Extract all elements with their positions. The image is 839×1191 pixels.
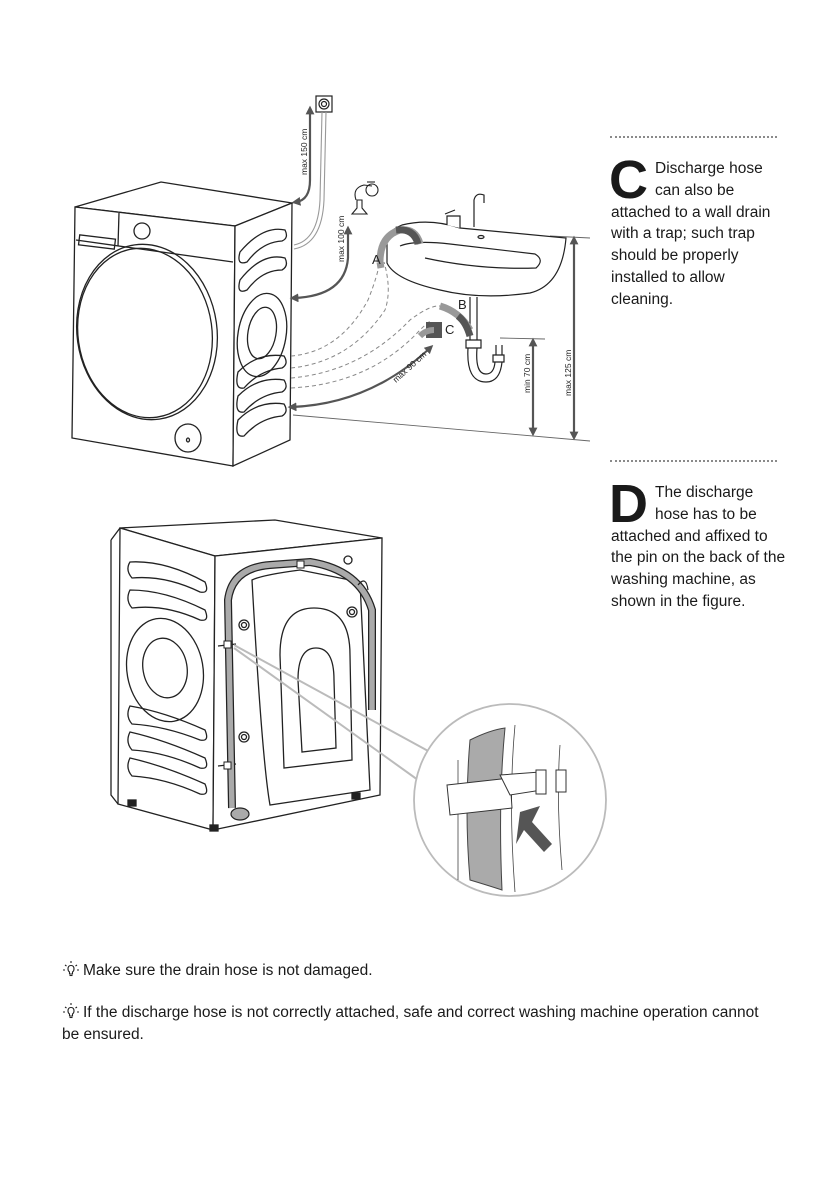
section-c: C Discharge hose can also be attached to… [609, 150, 791, 311]
dim-max-90: max 90 cm [391, 349, 429, 384]
note-item: Make sure the drain hose is not damaged. [62, 960, 762, 982]
washing-machine-rear [110, 519, 383, 832]
dim-max-125: max 125 cm [563, 350, 573, 396]
position-label-a: A [372, 252, 381, 267]
notes-list: Make sure the drain hose is not damaged.… [62, 960, 762, 1066]
wash-basin [386, 193, 567, 383]
dim-max-150: max 150 cm [299, 129, 309, 175]
wall-tap-icon [350, 181, 379, 215]
wall-outlet-icon [315, 95, 333, 113]
lightbulb-tip-icon [63, 961, 79, 977]
discharge-hose-rear [223, 557, 376, 821]
position-label-c: C [445, 322, 454, 337]
section-letter-c: C [609, 150, 648, 210]
hose-clip-detail [413, 703, 607, 897]
lightbulb-tip-icon [63, 1003, 79, 1019]
washing-machine-front [71, 181, 295, 468]
dim-max-100: max 100 cm [336, 216, 346, 262]
section-c-text: Discharge hose can also be attached to a… [611, 160, 771, 308]
note-item: If the discharge hose is not correctly a… [62, 1002, 762, 1046]
section-divider-d [610, 460, 777, 462]
note-text: If the discharge hose is not correctly a… [62, 1004, 759, 1043]
section-d-text: The discharge hose has to be attached an… [611, 484, 786, 610]
section-d: D The discharge hose has to be attached … [609, 474, 791, 613]
position-label-b: B [458, 297, 467, 312]
dim-min-70: min 70 cm [522, 354, 532, 393]
note-text: Make sure the drain hose is not damaged. [83, 962, 373, 979]
section-letter-d: D [609, 474, 648, 534]
section-divider-c [610, 136, 777, 138]
